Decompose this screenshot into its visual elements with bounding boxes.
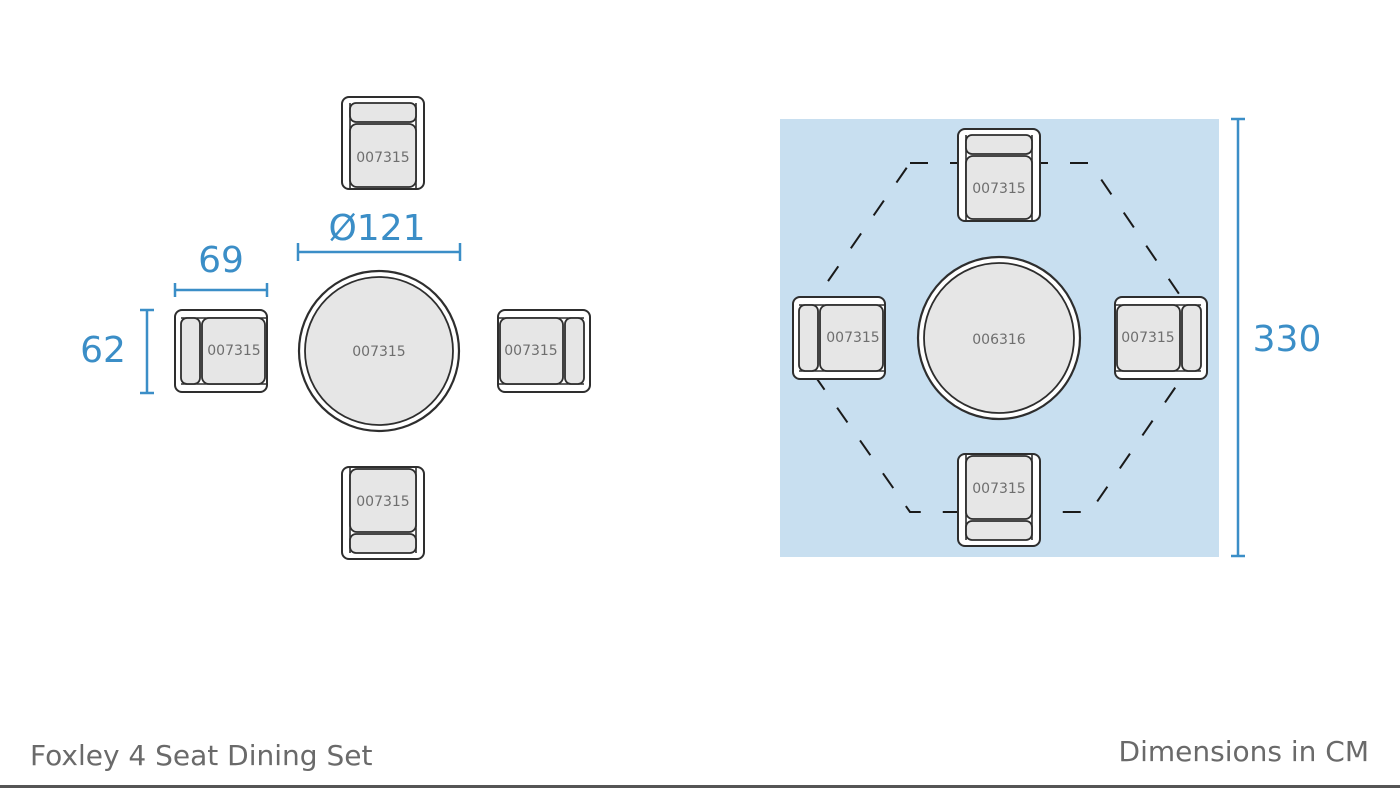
dim-chair-depth — [140, 308, 154, 395]
plan-chair-left: 007315 — [175, 310, 267, 392]
clearance-chair-bottom-code: 007315 — [972, 481, 1025, 497]
dim-overall-label: 330 — [1253, 319, 1322, 360]
clearance-chair-right: 007315 — [1115, 297, 1207, 379]
plan-chair-bottom: 007315 — [342, 467, 424, 559]
plan-chair-left-code: 007315 — [207, 343, 260, 359]
clearance-chair-left-code: 007315 — [826, 330, 879, 346]
plan-table-code: 007315 — [352, 344, 405, 360]
clearance-chair-top: 007315 — [957, 128, 1041, 222]
clearance-chair-top-code: 007315 — [972, 181, 1025, 197]
clearance-chair-right-code: 007315 — [1121, 330, 1174, 346]
dim-chair-depth-label: 62 — [80, 330, 126, 371]
footer-rule — [0, 785, 1400, 788]
dim-chair-width-label: 69 — [198, 240, 244, 281]
units-note: Dimensions in CM — [1119, 735, 1369, 768]
dim-table-diameter — [296, 243, 462, 261]
clearance-chair-left: 007315 — [793, 297, 885, 379]
plan-chair-bottom-code: 007315 — [356, 494, 409, 510]
dim-table-diameter-label: Ø121 — [328, 208, 425, 249]
dim-overall — [1231, 117, 1245, 558]
plan-chair-top: 007315 — [341, 96, 425, 190]
clearance-table: 006316 — [916, 255, 1082, 421]
clearance-view: 006316 007315 007315 007315 007315 330 — [780, 117, 1322, 558]
plan-table: 007315 — [297, 269, 461, 433]
dim-chair-width — [173, 283, 269, 297]
clearance-table-code: 006316 — [972, 332, 1026, 348]
plan-chair-top-code: 007315 — [356, 150, 409, 166]
diagram-title: Foxley 4 Seat Dining Set — [30, 739, 372, 772]
plan-view: 007315 007315 007315 007315 007315 Ø121 — [80, 96, 590, 559]
plan-chair-right: 007315 — [498, 310, 590, 392]
plan-chair-right-code: 007315 — [504, 343, 557, 359]
clearance-chair-bottom: 007315 — [958, 454, 1040, 546]
